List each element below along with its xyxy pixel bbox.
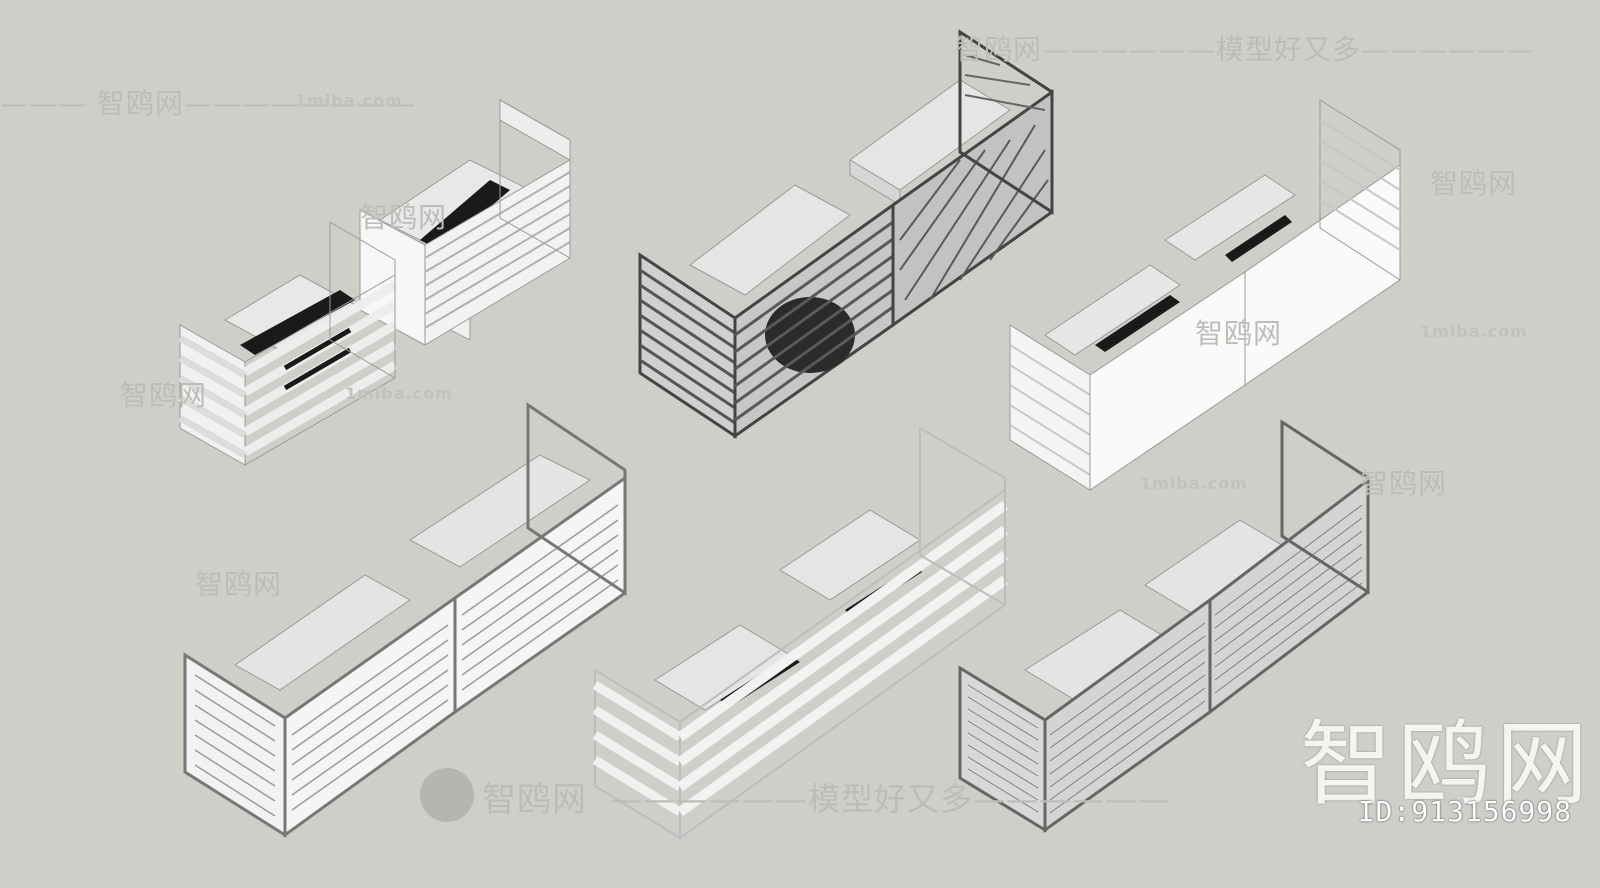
watermark-big-logo: 智鸥网 [1300, 711, 1595, 818]
watermark-site-cn-3: 智鸥网 [1195, 317, 1283, 350]
ac-cover-model-6 [958, 419, 1370, 833]
watermark-site-line-1: ——— 智鸥网———————— [0, 87, 416, 120]
watermark-site-cn-5: 智鸥网 [1360, 467, 1448, 500]
watermark-site-cn-bottom: 智鸥网 [482, 780, 587, 820]
ac-cover-model-2 [638, 29, 1054, 439]
watermark-site-cn-4: 智鸥网 [120, 379, 208, 412]
ac-cover-model-3 [1009, 99, 1401, 491]
ac-cover-model-4 [183, 402, 627, 838]
watermark-site-cn-1: 智鸥网 [1430, 167, 1518, 200]
watermark-logo-icon [420, 768, 474, 822]
watermark-site-cn-6: 智鸥网 [195, 568, 283, 601]
model-id-label: ID:913156998 [1357, 795, 1572, 828]
watermark-url-1: 1miba.com [295, 91, 403, 110]
watermark-url-2: 1miba.com [1420, 322, 1528, 341]
watermark-site-cn-2: 智鸥网 [360, 201, 448, 234]
watermark-slogan-bottom: ——————模型好又多—————— [610, 780, 1172, 818]
watermark-slogan-top: 智鸥网——————模型好又多—————— [955, 33, 1536, 66]
ac-cover-model-1 [178, 99, 571, 466]
watermark-url-3: 1miba.com [345, 384, 453, 403]
watermark-url-4: 1miba.com [1140, 474, 1248, 493]
ac-cover-model-5 [592, 426, 1008, 840]
